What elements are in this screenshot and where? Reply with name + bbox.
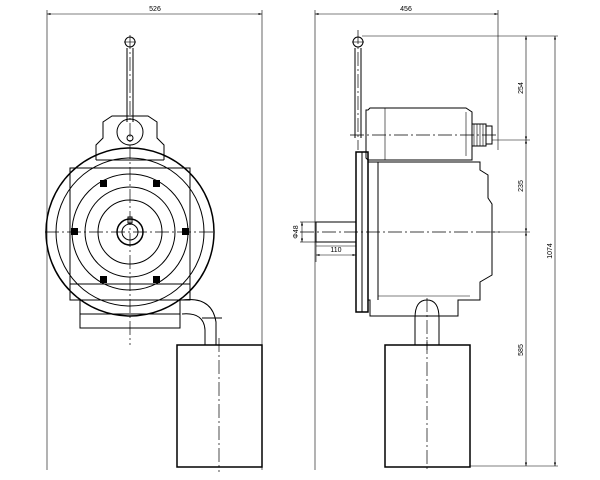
side-lifting-rod bbox=[352, 30, 364, 150]
side-neck bbox=[414, 298, 440, 350]
height-1074-label: 1074 bbox=[547, 243, 554, 259]
connecting-elbow bbox=[181, 298, 222, 345]
side-view: 456 11 bbox=[293, 6, 558, 472]
shaft-diameter-label: Φ48 bbox=[293, 225, 300, 238]
flange-bolt-holes bbox=[71, 180, 189, 283]
bolt-hole bbox=[153, 276, 160, 283]
front-lower-box bbox=[176, 338, 263, 472]
bolt-hole bbox=[100, 180, 107, 187]
side-lower-box bbox=[384, 340, 471, 472]
flange bbox=[45, 147, 215, 317]
side-width-label: 456 bbox=[400, 6, 412, 13]
height-254-label: 254 bbox=[518, 82, 525, 94]
motor-frame bbox=[69, 167, 191, 329]
output-shaft: 110 Φ48 bbox=[293, 221, 500, 262]
front-view: 526 bbox=[45, 6, 263, 472]
shaft-length-label: 110 bbox=[330, 247, 341, 254]
side-width-dimension: 456 bbox=[314, 6, 499, 470]
bolt-hole bbox=[100, 276, 107, 283]
front-width-label: 526 bbox=[149, 6, 161, 13]
encoder-knob bbox=[471, 123, 493, 147]
bolt-hole bbox=[71, 228, 78, 235]
side-main-body bbox=[367, 161, 493, 317]
front-width-dimension: 526 bbox=[46, 6, 263, 470]
terminal-box bbox=[95, 115, 165, 161]
height-235-label: 235 bbox=[518, 180, 525, 192]
bolt-hole bbox=[153, 180, 160, 187]
height-585-label: 585 bbox=[518, 344, 525, 356]
lifting-eyebolt bbox=[116, 36, 144, 146]
bolt-hole bbox=[182, 228, 189, 235]
side-vertical-dimensions: 254 235 585 1074 bbox=[362, 35, 558, 467]
